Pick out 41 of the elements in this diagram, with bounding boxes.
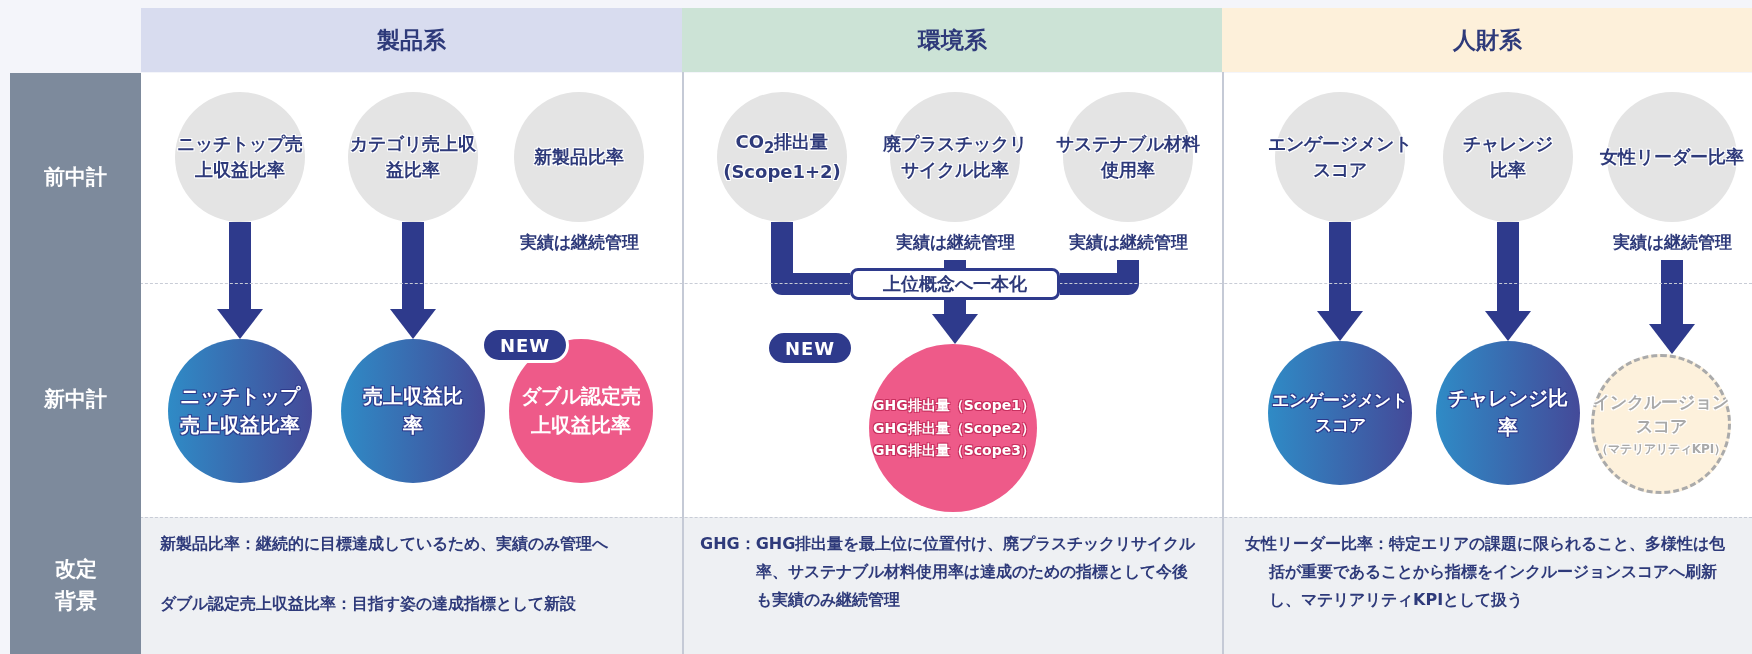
new-badge: NEW (481, 327, 569, 363)
arrow (1649, 260, 1695, 354)
row-header: 改定背景 (10, 517, 141, 654)
note-text: 実績は継続管理 (1068, 231, 1188, 254)
metric-label: CO$_{2}$排出量 (Scope1+2) (722, 129, 842, 185)
arrow (217, 222, 263, 339)
metric-label: ニッチトップ売上収益比率 (179, 383, 302, 439)
metric-label: 新製品比率 (533, 144, 625, 169)
metric-label: ダブル認定売上収益比率 (520, 383, 642, 439)
metric-label: 売上収益比率 (362, 383, 464, 439)
metric-label: GHG排出量（Scope2） (873, 418, 1033, 438)
row-header: 前中計 (10, 73, 141, 283)
metric-label: カテゴリ売上収益比率 (349, 131, 477, 182)
arrow (390, 222, 436, 339)
new-badge: NEW (766, 330, 854, 366)
note-text: 実績は継続管理 (895, 231, 1015, 254)
note-text: ダブル認定売上収益比率：目指す姿の達成指標として新設 (160, 593, 577, 615)
column-header: 環境系 (682, 8, 1222, 72)
metric-label: 廃プラスチックリサイクル比率 (882, 131, 1028, 182)
metric-label: サステナブル材料使用率 (1055, 131, 1201, 182)
note-text: GHG：GHG排出量を最上位に位置付け、廃プラスチックリサイクル率、サステナブル材料使用率は達成のための指標として今後も実績のみ継続管理 (700, 533, 1197, 611)
metric-label: エンゲージメントスコア (1271, 389, 1409, 437)
note-text: 新製品比率：継続的に目標達成しているため、実績のみ管理へ (160, 533, 609, 555)
column-header: 製品系 (141, 8, 682, 72)
merge-label: 上位概念へ一本化 (850, 268, 1060, 300)
row-header: 新中計 (10, 283, 141, 517)
column-header: 人財系 (1222, 8, 1752, 72)
metric-label: エンゲージメントスコア (1267, 131, 1413, 182)
metric-label: ニッチトップ売上収益比率 (176, 131, 304, 182)
note-text: 実績は継続管理 (1612, 231, 1732, 254)
metric-label: GHG排出量（Scope1） (873, 396, 1033, 416)
metric-label: チャレンジ比率 (1462, 131, 1554, 182)
metric-label: （マテリアリティKPI） (1594, 440, 1728, 458)
note-text: 女性リーダー比率：特定エリアの課題に限られること、多様性は包括が重要であることから指標をインクルージョンスコアへ刷新し、マテリアリティKPIとして扱う (1245, 533, 1725, 611)
arrow (932, 300, 978, 344)
arrow (1317, 222, 1363, 341)
note-text: 実績は継続管理 (519, 231, 639, 254)
metric-label: GHG排出量（Scope3） (873, 441, 1033, 461)
metric-label: 女性リーダー比率 (1599, 144, 1745, 169)
metric-label: チャレンジ比率 (1448, 385, 1568, 441)
arrow (1485, 222, 1531, 341)
